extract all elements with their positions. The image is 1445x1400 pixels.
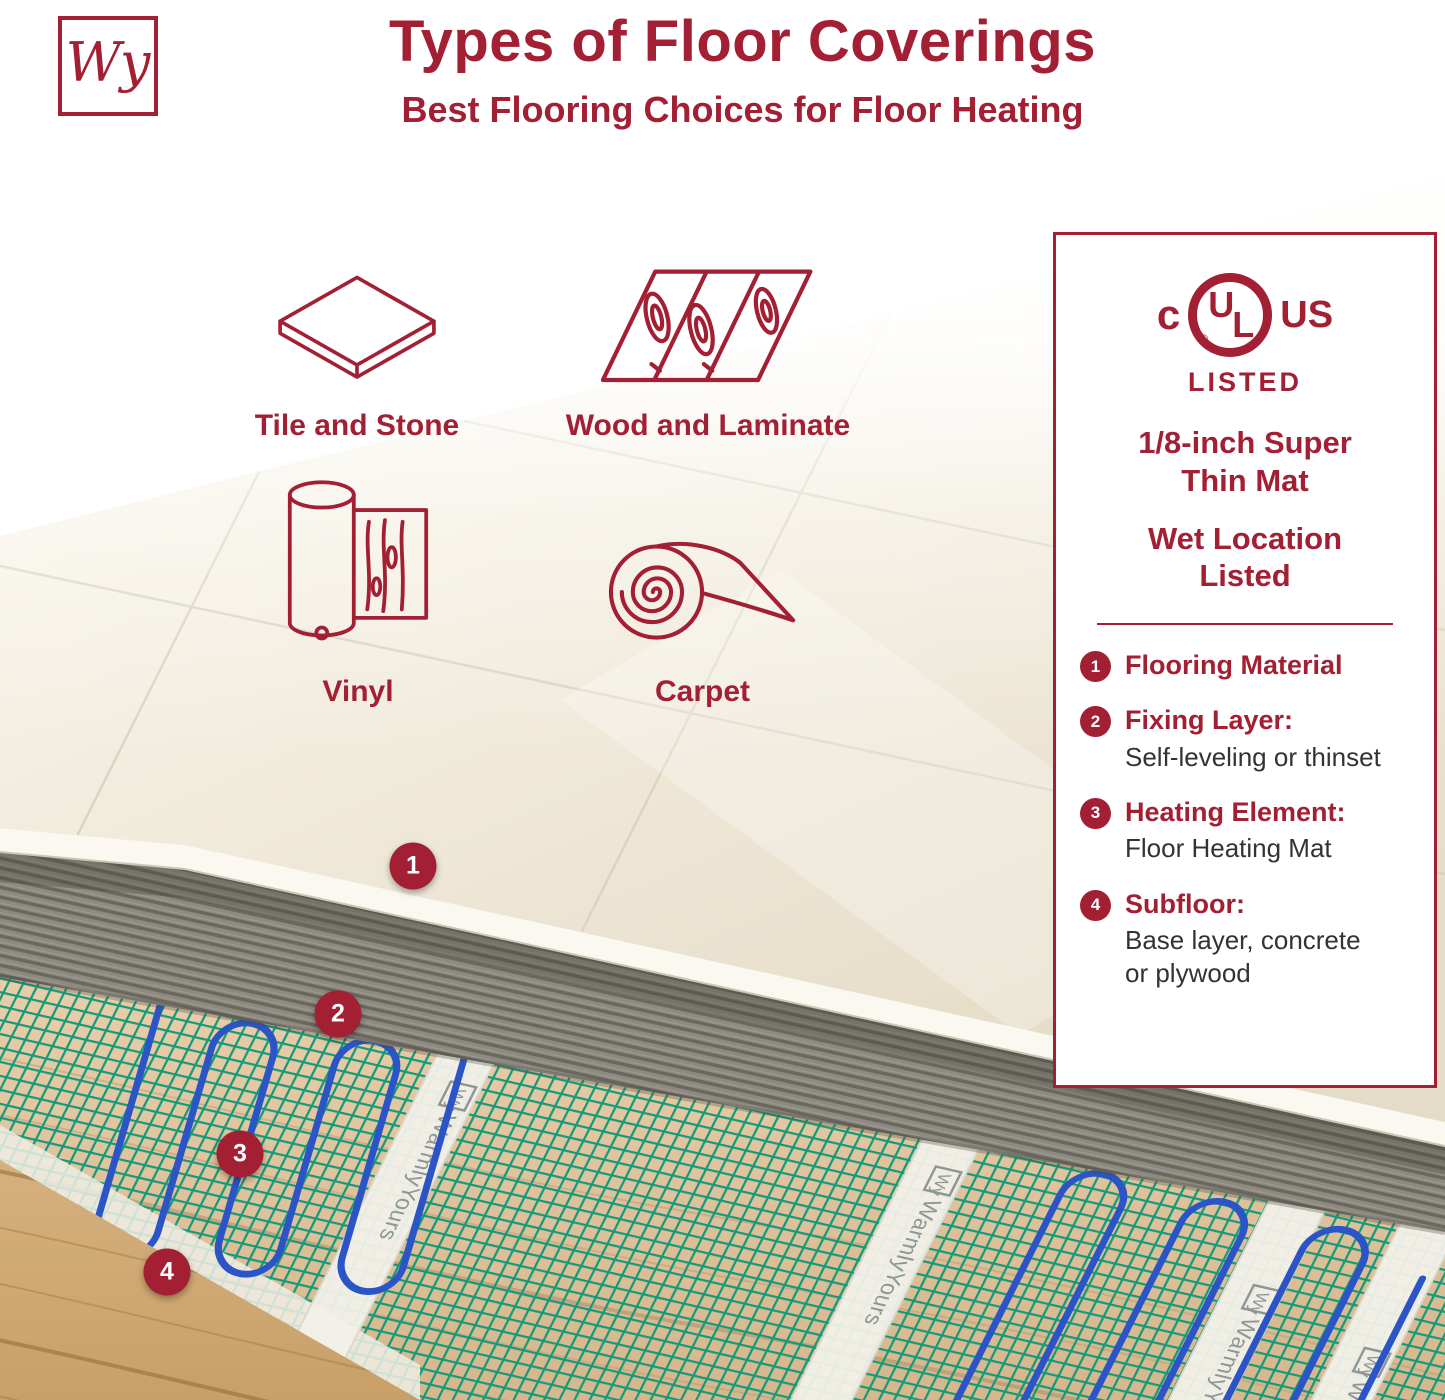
legend-desc: Floor Heating Mat bbox=[1125, 833, 1332, 864]
ul-c-label: c bbox=[1156, 291, 1181, 338]
page-subtitle: Best Flooring Choices for Floor Heating bbox=[401, 89, 1084, 130]
layer-marker-1: 1 bbox=[389, 842, 437, 890]
flooring-type-wood-laminate: Wood and Laminate bbox=[548, 269, 868, 442]
legend-title: Subfloor: bbox=[1125, 888, 1245, 919]
legend-item: 1 Flooring Material bbox=[1080, 649, 1410, 683]
page-title: Types of Floor Coverings bbox=[388, 9, 1096, 74]
legend-number: 1 bbox=[1080, 651, 1111, 683]
brand-logo: Wy bbox=[58, 16, 158, 116]
layer-marker-2: 2 bbox=[314, 990, 362, 1038]
thinset-layer bbox=[0, 828, 1445, 1235]
carpet-roll-icon bbox=[600, 490, 805, 659]
layer-marker-4: 4 bbox=[143, 1248, 191, 1296]
legend-item: 2 Fixing Layer: Self-leveling or thinset bbox=[1080, 704, 1410, 774]
layer-marker-3: 3 bbox=[216, 1130, 264, 1178]
brand-logo-text: Wy bbox=[65, 30, 151, 94]
flooring-label: Wood and Laminate bbox=[565, 409, 851, 442]
vinyl-roll-icon bbox=[278, 473, 438, 659]
divider bbox=[1097, 623, 1393, 626]
legend-desc: Self-leveling or thinset bbox=[1125, 741, 1381, 772]
ul-circle: U L ® bbox=[1188, 273, 1273, 357]
registered-symbol: ® bbox=[1199, 332, 1209, 346]
heating-wire bbox=[804, 1170, 1427, 1400]
header: Types of Floor Coverings Best Flooring C… bbox=[0, 8, 1445, 131]
flooring-label: Vinyl bbox=[322, 675, 394, 708]
legend-title: Flooring Material bbox=[1125, 650, 1343, 681]
wood-laminate-icon bbox=[600, 266, 816, 393]
legend: 1 Flooring Material 2 Fixing Layer: Self… bbox=[1080, 649, 1410, 990]
ul-us-label: US bbox=[1280, 293, 1334, 336]
tile-stone-icon bbox=[272, 271, 442, 393]
flooring-type-vinyl: Vinyl bbox=[258, 478, 458, 708]
legend-title: Heating Element: bbox=[1125, 796, 1346, 827]
legend-item: 3 Heating Element: Floor Heating Mat bbox=[1080, 796, 1410, 866]
ul-listed-label: LISTED bbox=[1187, 367, 1302, 397]
heating-mat-layer: Wy WarmlyYours Wy WarmlyYours bbox=[0, 977, 1445, 1400]
flooring-label: Tile and Stone bbox=[254, 409, 460, 442]
feature-wet-location: Wet Location Listed bbox=[1147, 520, 1343, 594]
flooring-label: Carpet bbox=[654, 675, 751, 708]
flooring-type-tile-stone: Tile and Stone bbox=[252, 275, 462, 442]
legend-number: 2 bbox=[1080, 706, 1111, 738]
info-panel: c U L ® US LISTED 1/8-inch Super Thin Ma… bbox=[1053, 232, 1437, 1088]
ul-certification-mark: c U L ® US LISTED bbox=[1157, 273, 1333, 398]
flooring-type-carpet: Carpet bbox=[585, 498, 820, 708]
heating-wire bbox=[92, 977, 486, 1295]
feature-thin-mat: 1/8-inch Super Thin Mat bbox=[1138, 425, 1352, 498]
legend-item: 4 Subfloor: Base layer, concrete or plyw… bbox=[1080, 888, 1410, 991]
legend-number: 4 bbox=[1080, 889, 1111, 921]
legend-desc: Base layer, concrete or plywood bbox=[1125, 924, 1361, 989]
legend-number: 3 bbox=[1080, 797, 1111, 829]
legend-title: Fixing Layer: bbox=[1125, 705, 1294, 736]
